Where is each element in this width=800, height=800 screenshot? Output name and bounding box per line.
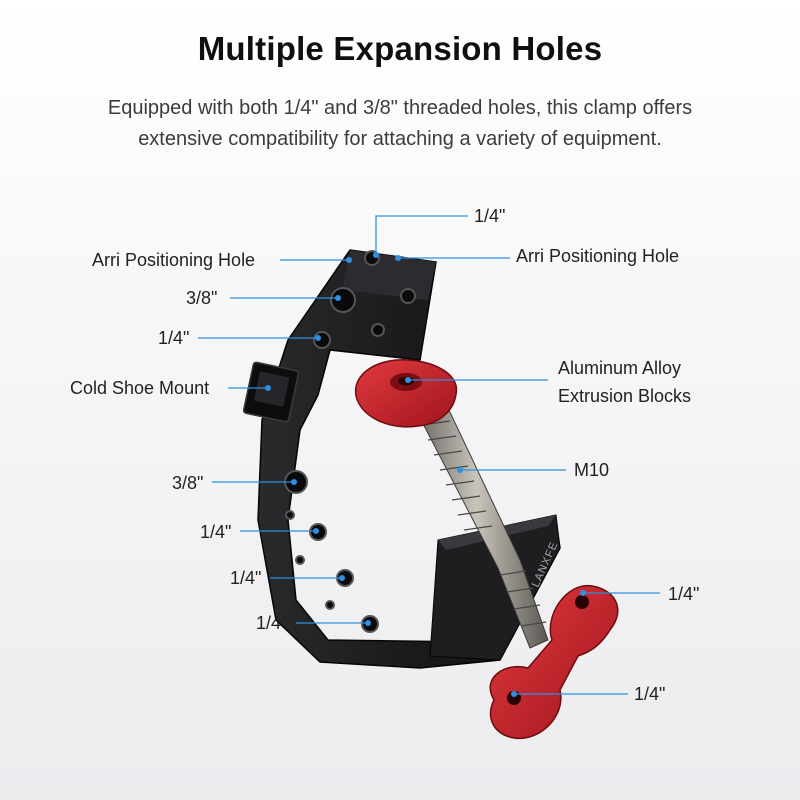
- callout-dots: [265, 252, 586, 697]
- label-lower-quarter-1: 1/4": [200, 522, 232, 542]
- label-lower-quarter-3: 1/4": [256, 613, 288, 633]
- label-mid-three-eighths: 3/8": [172, 473, 204, 493]
- label-knob-quarter-2: 1/4": [634, 684, 666, 704]
- label-top-quarter: 1/4": [474, 206, 506, 226]
- description-line-2: extensive compatibility for attaching a …: [138, 128, 662, 150]
- clamp-body: [242, 249, 561, 669]
- callout-lines: [198, 215, 660, 695]
- description-line-1: Equipped with both 1/4" and 3/8" threade…: [107, 97, 693, 119]
- label-cold-shoe: Cold Shoe Mount: [70, 378, 210, 398]
- lower-red-knob: [489, 585, 619, 740]
- label-arri-right: Arri Positioning Hole: [516, 246, 680, 266]
- m10-screw: [417, 407, 549, 649]
- upper-red-knob: [354, 359, 458, 428]
- label-aluminum-line-1: Aluminum Alloy: [558, 358, 682, 378]
- label-m10: M10: [574, 460, 610, 480]
- label-arri-left: Arri Positioning Hole: [92, 250, 256, 270]
- label-aluminum-line-2: Extrusion Blocks: [558, 386, 692, 406]
- label-upper-quarter: 1/4": [158, 328, 190, 348]
- description: Equipped with both 1/4" and 3/8" threade…: [60, 93, 740, 155]
- label-top-three-eighths: 3/8": [186, 288, 218, 308]
- page-title: Multiple Expansion Holes: [197, 30, 603, 67]
- label-lower-quarter-2: 1/4": [230, 568, 262, 588]
- label-knob-quarter-1: 1/4": [668, 584, 700, 604]
